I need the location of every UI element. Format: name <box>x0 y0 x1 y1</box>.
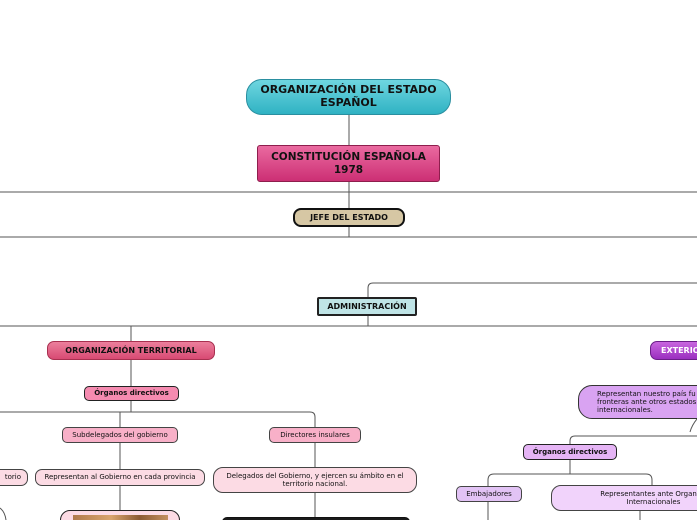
subdelegates-description-label: Representan al Gobierno en cada provinci… <box>44 473 196 482</box>
exterior-directive-bodies-label: Órganos directivos <box>532 447 608 456</box>
exterior-node[interactable]: EXTERIO <box>650 341 697 360</box>
territorial-directive-bodies-label: Órganos directivos <box>94 389 169 398</box>
head-of-state-node[interactable]: JEFE DEL ESTADO <box>293 208 405 227</box>
island-directors-description-label: Delegados del Gobierno, y ejercen su ámb… <box>226 471 404 488</box>
root-label: ORGANIZACIÓN DEL ESTADO ESPAÑOL <box>260 83 437 109</box>
left-cut-label: torio <box>4 473 21 482</box>
administration-label: ADMINISTRACIÓN <box>327 301 407 311</box>
head-of-state-label: JEFE DEL ESTADO <box>310 212 388 222</box>
ambassadors-node[interactable]: Embajadores <box>456 486 522 502</box>
international-representatives-label: Representantes ante Organiza Internacion… <box>600 489 697 506</box>
territorial-organization-label: ORGANIZACIÓN TERRITORIAL <box>65 345 197 355</box>
international-representatives-node[interactable]: Representantes ante Organiza Internacion… <box>551 485 697 511</box>
ambassadors-label: Embajadores <box>466 489 512 498</box>
exterior-description-node[interactable]: Representan nuestro país fu fronteras an… <box>578 385 697 419</box>
constitution-node[interactable]: CONSTITUCIÓN ESPAÑOLA 1978 <box>257 145 440 182</box>
island-directors-description-node[interactable]: Delegados del Gobierno, y ejercen su ámb… <box>213 467 417 493</box>
subdelegates-node[interactable]: Subdelegados del gobierno <box>62 427 178 443</box>
territorial-directive-bodies-node[interactable]: Órganos directivos <box>84 386 179 401</box>
photo-image <box>73 515 168 520</box>
subdelegates-label: Subdelegados del gobierno <box>72 430 168 439</box>
subdelegates-description-node[interactable]: Representan al Gobierno en cada provinci… <box>35 469 205 486</box>
image-node[interactable] <box>60 510 180 520</box>
island-directors-node[interactable]: Directores insulares <box>269 427 361 443</box>
exterior-description-label: Representan nuestro país fu fronteras an… <box>597 389 697 415</box>
left-cut-node[interactable]: torio <box>0 469 28 486</box>
territorial-organization-node[interactable]: ORGANIZACIÓN TERRITORIAL <box>47 341 215 360</box>
island-directors-label: Directores insulares <box>280 430 350 439</box>
administration-node[interactable]: ADMINISTRACIÓN <box>317 297 417 316</box>
exterior-directive-bodies-node[interactable]: Órganos directivos <box>523 444 617 460</box>
constitution-label: CONSTITUCIÓN ESPAÑOLA 1978 <box>271 151 426 176</box>
exterior-label: EXTERIO <box>661 345 697 355</box>
root-node[interactable]: ORGANIZACIÓN DEL ESTADO ESPAÑOL <box>246 79 451 115</box>
